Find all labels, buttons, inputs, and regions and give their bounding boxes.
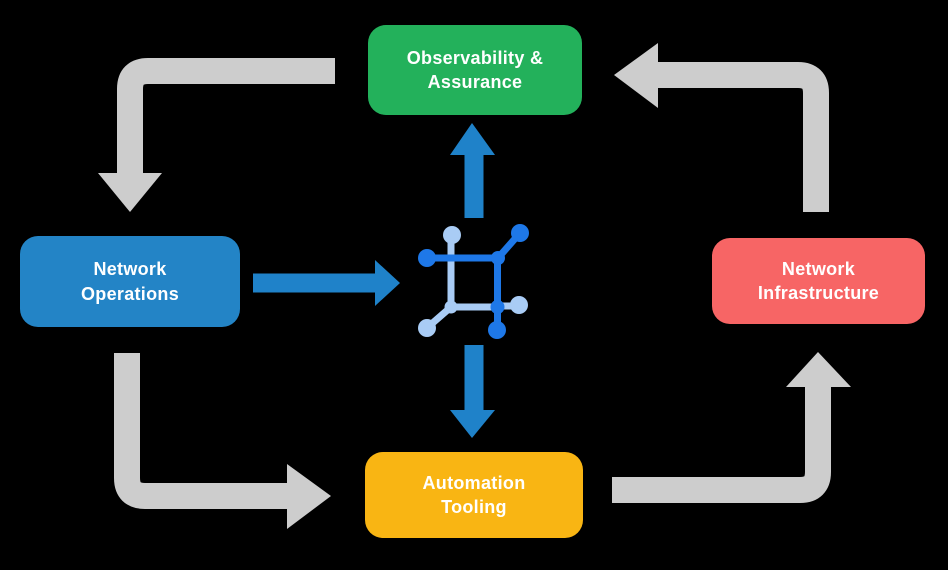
blue-arrow-center-to-observability: [450, 123, 495, 218]
node-network-operations: Network Operations: [20, 236, 240, 327]
node-operations-label: Network Operations: [80, 259, 180, 304]
node-network-infrastructure: Network Infrastructure: [712, 238, 925, 324]
curved-arrow-operations-to-automation: [114, 353, 331, 529]
curved-arrow-automation-to-infrastructure: [612, 352, 851, 503]
node-infrastructure-label: Network Infrastructure: [757, 258, 880, 303]
blue-arrow-center-to-automation: [450, 345, 495, 438]
node-automation-label: Automation Tooling: [422, 472, 526, 517]
curved-arrow-observability-to-operations: [98, 58, 335, 212]
curved-arrow-infrastructure-to-observability: [614, 43, 829, 212]
node-observability-assurance: Observability & Assurance: [368, 25, 582, 115]
node-observability-label: Observability & Assurance: [406, 47, 544, 92]
blue-arrow-operations-to-center: [253, 260, 400, 306]
node-automation-tooling: Automation Tooling: [365, 452, 583, 538]
network-mesh-icon: [418, 224, 529, 339]
